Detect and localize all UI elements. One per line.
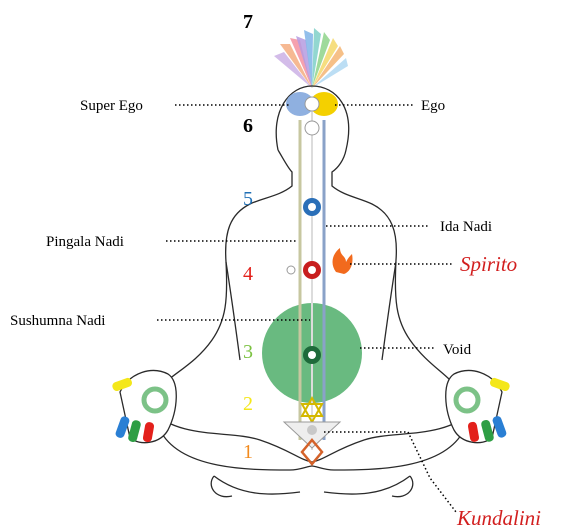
flame-icon: [333, 248, 353, 274]
chakra-number-4: 4: [243, 263, 253, 285]
kundalini-coil: [307, 425, 317, 435]
label-sushumna-nadi: Sushumna Nadi: [10, 313, 105, 329]
chakra-number-1: 1: [243, 441, 253, 463]
chakra-number-3: 3: [243, 341, 253, 363]
chakra-numbers: 7 6 5 4 3 2 1: [243, 11, 253, 463]
label-kundalini: Kundalini: [456, 506, 541, 529]
chakra-3-symbol: [303, 346, 321, 364]
label-ego: Ego: [421, 98, 445, 114]
chakra-4-symbol: [287, 261, 321, 279]
label-pingala-nadi: Pingala Nadi: [46, 234, 124, 250]
crown-petals: [274, 28, 348, 88]
chakra-number-2: 2: [243, 393, 253, 415]
label-ida-nadi: Ida Nadi: [440, 219, 492, 235]
chakra-number-7: 7: [243, 11, 253, 33]
label-super-ego: Super Ego: [80, 98, 143, 114]
right-hand: [446, 371, 511, 443]
labels: Super Ego Ego Ida Nadi Pingala Nadi Sush…: [10, 98, 492, 358]
chakra-number-5: 5: [243, 188, 253, 210]
chakra-5-symbol: [303, 198, 321, 216]
chakra-number-6: 6: [243, 115, 253, 137]
label-void: Void: [443, 342, 472, 358]
label-spirito: Spirito: [460, 252, 517, 276]
left-hand: [111, 371, 176, 443]
